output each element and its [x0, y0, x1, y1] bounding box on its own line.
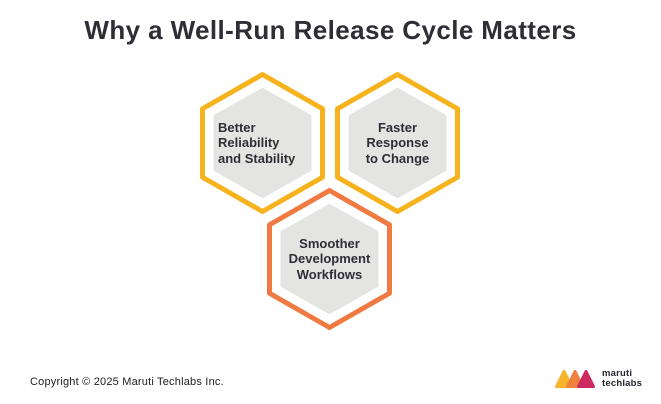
hexagon-label-line: Faster [377, 119, 418, 135]
page-title: Why a Well-Run Release Cycle Matters [84, 15, 577, 45]
logo-wordmark: maruti techlabs [602, 369, 642, 389]
hexagon-inner-fill [348, 88, 447, 198]
hexagon-shape [335, 72, 460, 214]
hexagon-better-reliability: Better Reliability and Stability [200, 72, 325, 214]
hexagon-smoother-workflows: Smoother Development Workflows [267, 188, 392, 330]
logo-wordmark-line: techlabs [602, 378, 643, 389]
maruti-techlabs-logo: maruti techlabs [555, 368, 642, 390]
hexagon-label-line: Better [218, 119, 256, 135]
hexagon-label-line: Development [288, 251, 371, 267]
hexagon-label-line: and Stability [218, 150, 296, 166]
hexagon-shape [200, 72, 325, 214]
hexagon-label-line: Reliability [218, 135, 280, 151]
hexagon-inner-fill [213, 88, 312, 198]
hexagon-label: Smoother Development Workflows [267, 188, 392, 330]
hexagon-label-line: Response [366, 135, 429, 151]
hexagon-label-line: to Change [365, 150, 430, 166]
logo-triangle-magenta [577, 370, 595, 388]
logo-wordmark-line: maruti [602, 368, 633, 379]
hexagon-faster-response: Faster Response to Change [335, 72, 460, 214]
hexagon-inner-fill [280, 204, 379, 314]
hexagon-label-line: Smoother [299, 235, 360, 251]
hexagon-label-line: Workflows [296, 266, 363, 282]
copyright-text: Copyright © 2025 Maruti Techlabs Inc. [30, 376, 224, 388]
hexagon-label: Better Reliability and Stability [200, 72, 325, 214]
logo-triangles-icon [555, 370, 595, 388]
hexagon-label: Faster Response to Change [335, 72, 460, 214]
hexagon-shape [267, 188, 392, 330]
